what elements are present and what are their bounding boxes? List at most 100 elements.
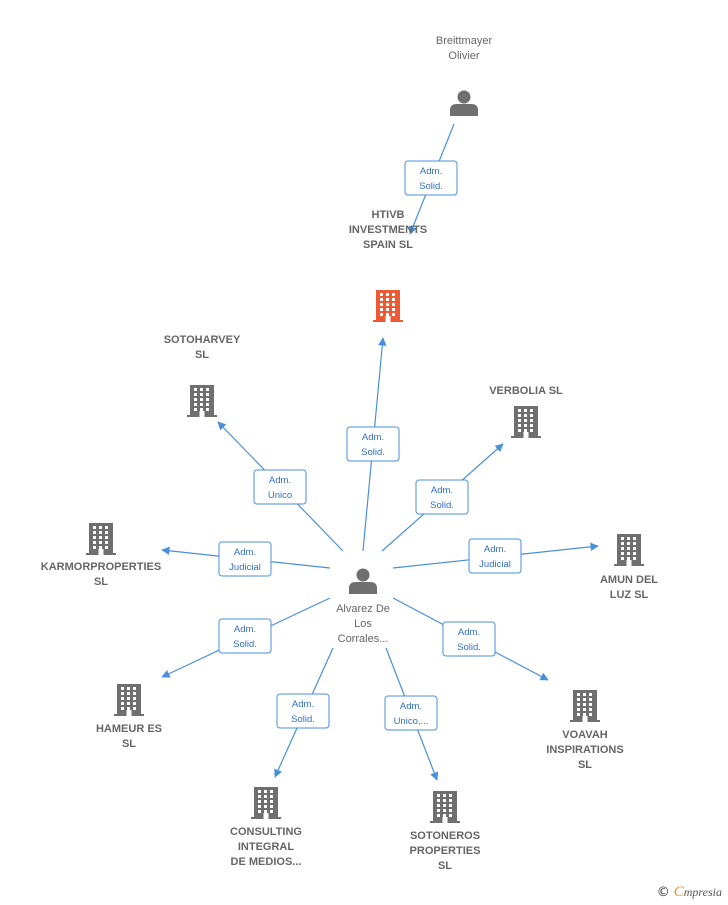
relation-label-box — [404, 160, 458, 196]
edge-alvarez-sotoharvey: Adm. Unico — [217, 421, 344, 552]
relation-label[interactable]: Adm. Unico,... — [384, 695, 438, 731]
node-label: INVESTMENTS — [349, 224, 427, 236]
relation-label-box — [468, 538, 522, 574]
relation-label-text: Adm. — [400, 701, 422, 712]
node-label: SL — [122, 738, 136, 750]
relation-label-box — [346, 426, 400, 462]
node-label: LUZ SL — [610, 589, 649, 601]
relation-label-text: Adm. — [484, 544, 506, 555]
node-label: Breittmayer — [436, 35, 493, 47]
relation-label-text: Solid. — [233, 639, 257, 650]
node-voavah[interactable]: VOAVAH INSPIRATIONS SL — [546, 690, 624, 771]
relation-label[interactable]: Adm. Judicial — [468, 538, 522, 574]
relation-label-text: Adm. — [234, 624, 256, 635]
node-label: SPAIN SL — [363, 239, 413, 251]
node-amun[interactable]: AMUN DEL LUZ SL — [600, 534, 658, 601]
node-label: HAMEUR ES — [96, 723, 162, 735]
node-hameur[interactable]: HAMEUR ES SL — [96, 684, 162, 750]
relation-label[interactable]: Adm. Solid. — [346, 426, 400, 462]
edge-alvarez-amun: Adm. Judicial — [392, 538, 599, 574]
node-label: HTIVB — [372, 209, 405, 221]
person-icon — [349, 568, 377, 594]
node-label: Olivier — [448, 50, 480, 62]
edge-alvarez-hameur: Adm. Solid. — [161, 597, 331, 678]
relation-label-box — [442, 621, 496, 657]
relation-label-box — [218, 541, 272, 577]
node-label: KARMORPROPERTIES — [41, 561, 161, 573]
brand-name: mpresia — [683, 885, 722, 899]
node-verbolia[interactable]: VERBOLIA SL — [489, 385, 563, 438]
relation-label-text: Adm. — [234, 547, 256, 558]
node-label: AMUN DEL — [600, 574, 658, 586]
node-label: SL — [94, 576, 108, 588]
relation-label-text: Solid. — [419, 181, 443, 192]
node-label: SOTONEROS — [410, 830, 480, 842]
relation-label-box — [415, 479, 469, 515]
relation-label-box — [218, 618, 272, 654]
relation-label-box — [253, 469, 307, 505]
building-icon — [187, 385, 217, 417]
relation-label[interactable]: Adm. Solid. — [442, 621, 496, 657]
relation-label-text: Solid. — [457, 642, 481, 653]
relation-label-text: Solid. — [291, 714, 315, 725]
relation-label-text: Unico,... — [394, 716, 429, 727]
copyright-symbol: © — [656, 885, 670, 900]
node-label: VERBOLIA SL — [489, 385, 563, 397]
node-sotoneros[interactable]: SOTONEROS PROPERTIES SL — [410, 791, 481, 872]
relation-label[interactable]: Adm.Solid. — [404, 160, 458, 196]
relation-label-text: Adm. — [431, 485, 453, 496]
node-label: PROPERTIES — [410, 845, 481, 857]
relation-label-text: Unico — [268, 490, 292, 501]
edge-alvarez-verbolia: Adm. Solid. — [381, 443, 504, 552]
node-karmor[interactable]: KARMORPROPERTIES SL — [41, 523, 161, 588]
node-htivb[interactable]: HTIVB INVESTMENTS SPAIN SL — [349, 209, 427, 322]
relation-label-text: Solid. — [361, 447, 385, 458]
person-icon — [450, 90, 478, 116]
relation-label-text: Adm. — [458, 627, 480, 638]
edge-alvarez-karmor: Adm. Judicial — [161, 541, 331, 577]
node-label: Los — [354, 618, 372, 630]
node-label: SL — [195, 349, 209, 361]
edge-breittmayer-htivb: Adm.Solid. — [404, 123, 458, 235]
relation-label-box — [384, 695, 438, 731]
edge-alvarez-htivb: Adm. Solid. — [346, 337, 400, 552]
relation-label[interactable]: Adm. Solid. — [415, 479, 469, 515]
relation-label-text: Judicial — [229, 562, 261, 573]
node-label: INSPIRATIONS — [546, 744, 623, 756]
relation-label-text: Judicial — [479, 559, 511, 570]
node-alvarez[interactable]: Alvarez De LosCorrales... — [336, 568, 390, 646]
building-icon — [430, 791, 460, 823]
edge-alvarez-sotoneros: Adm. Unico,... — [384, 647, 439, 781]
building-icon — [570, 690, 600, 722]
relation-label-text: Solid. — [430, 500, 454, 511]
building-icon — [373, 290, 403, 322]
node-label: SL — [438, 860, 452, 872]
building-icon — [251, 787, 281, 819]
edge-alvarez-consulting: Adm. Solid. — [274, 647, 334, 778]
relation-label-box — [276, 693, 330, 729]
node-label: CONSULTING — [230, 826, 302, 838]
edge-alvarez-voavah: Adm. Solid. — [392, 597, 549, 681]
relation-label-text: Adm. — [292, 699, 314, 710]
building-icon — [614, 534, 644, 566]
node-label: VOAVAH — [562, 729, 607, 741]
building-icon — [86, 523, 116, 555]
node-label: DE MEDIOS... — [231, 856, 302, 868]
node-label: SOTOHARVEY — [164, 334, 241, 346]
relation-label-text: Adm. — [362, 432, 384, 443]
node-sotoharvey[interactable]: SOTOHARVEY SL — [164, 334, 241, 417]
relation-label-text: Adm. — [269, 475, 291, 486]
relation-label[interactable]: Adm. Judicial — [218, 541, 272, 577]
node-label: Alvarez De — [336, 603, 390, 615]
brand-initial: C — [673, 884, 684, 900]
node-label: SL — [578, 759, 592, 771]
relation-label[interactable]: Adm. Unico — [253, 469, 307, 505]
node-label: Corrales... — [338, 633, 389, 645]
relation-label[interactable]: Adm. Solid. — [218, 618, 272, 654]
brand-watermark: ©Cmpresia — [657, 884, 722, 901]
relation-label[interactable]: Adm. Solid. — [276, 693, 330, 729]
